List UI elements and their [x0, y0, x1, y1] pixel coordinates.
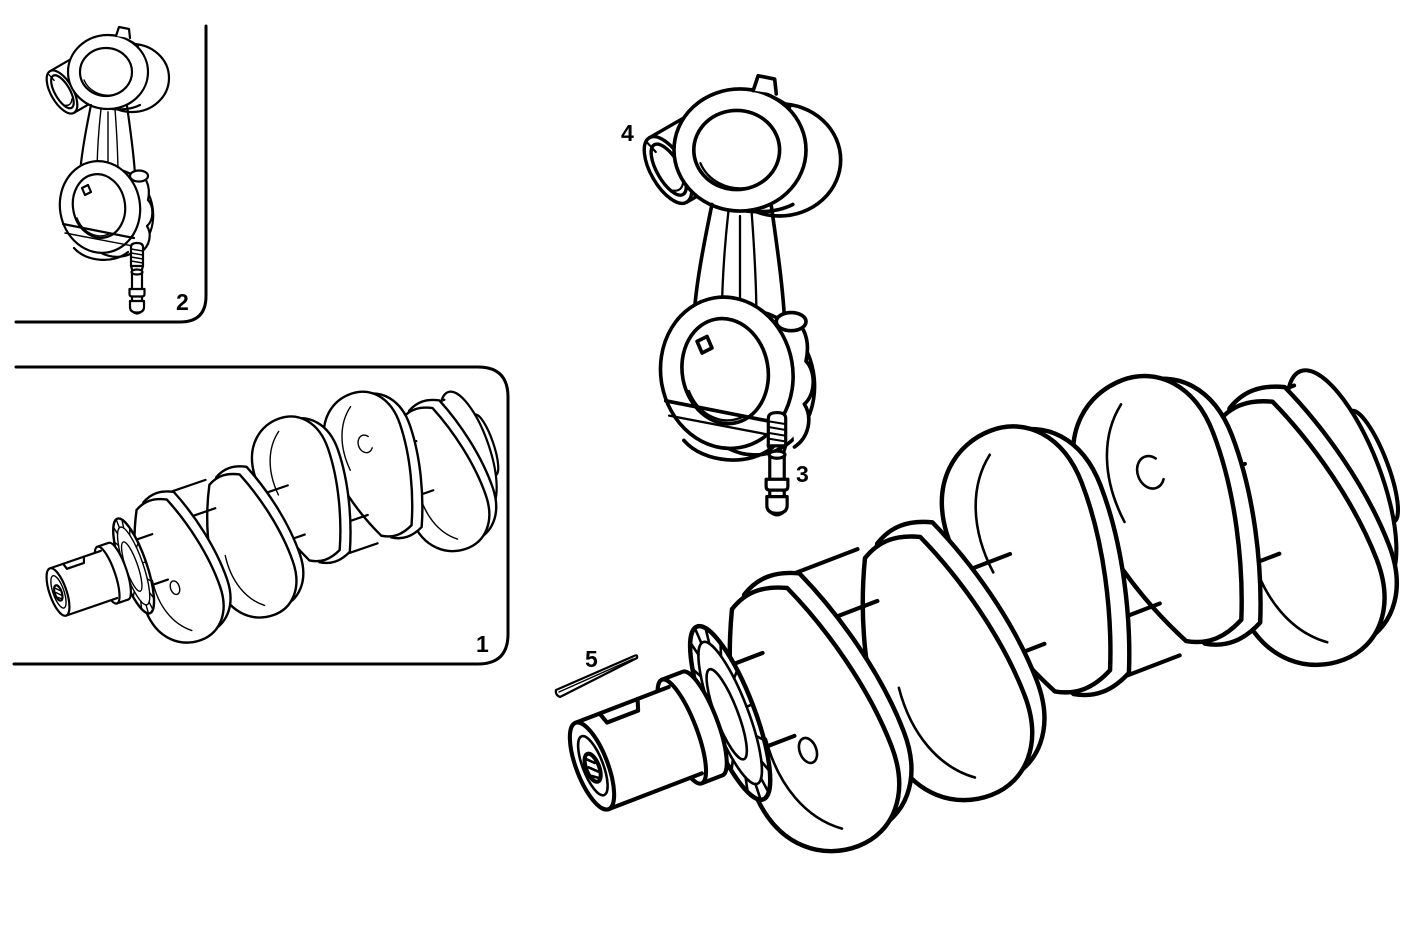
callout-1: 1: [476, 631, 489, 657]
woodruff-key-drawing: [554, 654, 639, 699]
callout-3: 3: [796, 461, 809, 487]
rod-bolt-drawing-small: [128, 241, 146, 316]
panel-border-crankshaft: [12, 365, 510, 666]
callout-2: 2: [176, 289, 189, 315]
callout-5: 5: [585, 646, 598, 672]
rod-bolt-drawing: [764, 410, 790, 518]
crankshaft-drawing-large: [516, 302, 1424, 929]
crankshaft-drawing-small: [20, 355, 523, 682]
callout-4: 4: [621, 120, 634, 146]
panel-border-connecting-rod: [14, 24, 208, 324]
connecting-rod-drawing: [646, 73, 843, 467]
connecting-rod-drawing-small: [51, 25, 171, 265]
